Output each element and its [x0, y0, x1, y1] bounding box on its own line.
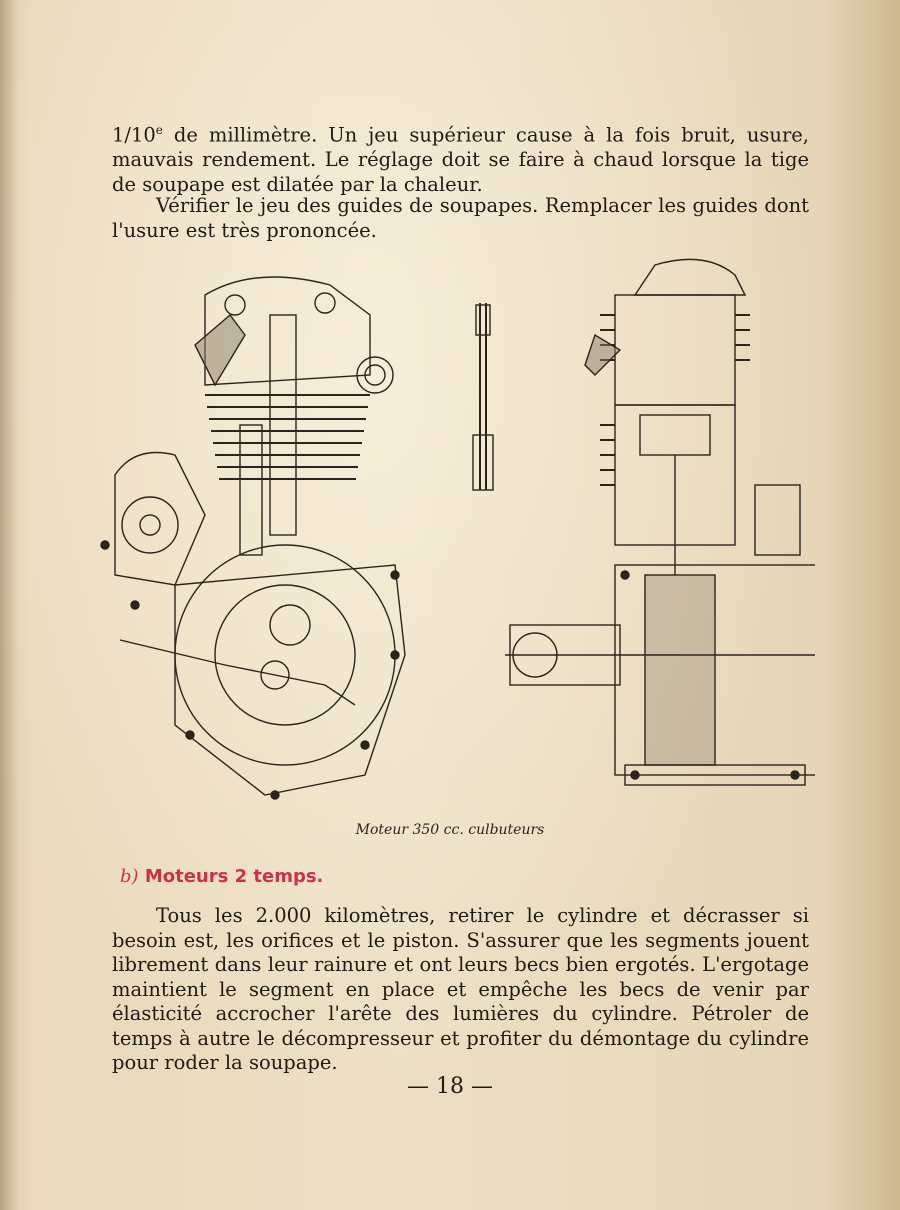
page-number: — 18 — [407, 1074, 493, 1099]
section-title: Moteurs 2 temps. [144, 866, 324, 887]
section-heading: b) Moteurs 2 temps. [120, 866, 323, 887]
page-fold-shadow [0, 0, 18, 1210]
paragraph-two-stroke-maintenance: Tous les 2.000 kilomètres, retirer le cy… [112, 904, 809, 1074]
engine-diagram-illustration [100, 258, 815, 800]
superscript-e: e [155, 123, 163, 137]
figure-caption: Moteur 350 cc. culbuteurs [355, 822, 545, 838]
left-engine-drawing [100, 276, 406, 800]
right-engine-drawing [505, 258, 815, 786]
section-letter: b) [120, 866, 139, 887]
paragraph-continuation: de millimètre. Un jeu supérieur cause à … [112, 123, 809, 196]
paragraph-valve-guides: Vérifier le jeu des guides de soupapes. … [112, 194, 809, 242]
paragraph-valve-clearance: 1/10e de millimètre. Un jeu supérieur ca… [112, 118, 809, 197]
fraction-text: 1/10 [112, 123, 156, 147]
valve-stem-drawing [472, 303, 494, 491]
